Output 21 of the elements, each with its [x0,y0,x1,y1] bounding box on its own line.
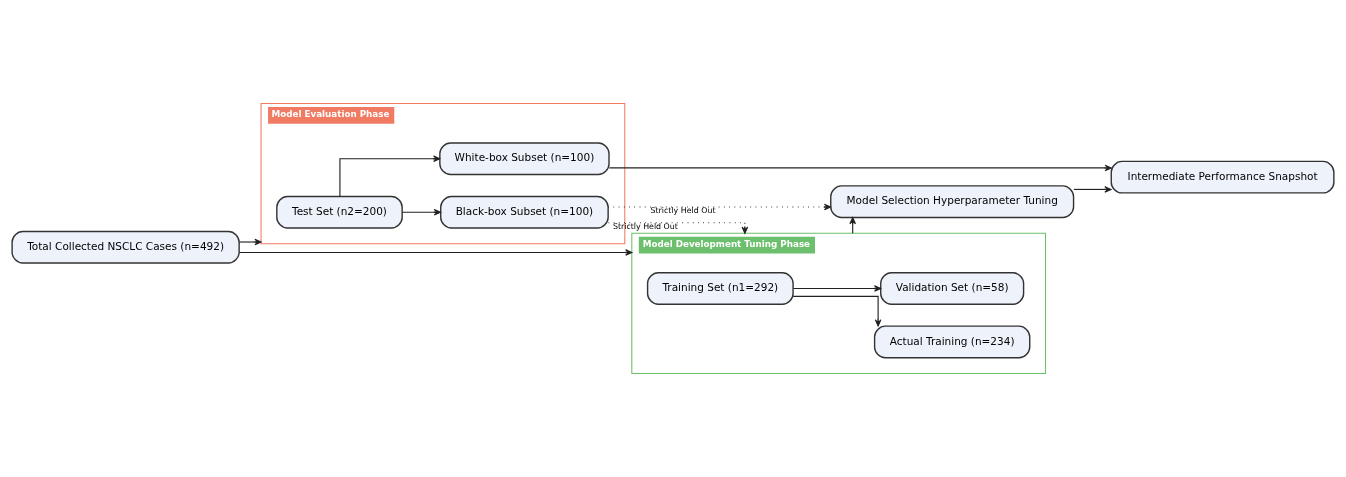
node-box: Training Set (n1=292) [646,272,794,305]
arrow [792,295,882,327]
node-box: Black-box Subset (n=100) [440,195,609,229]
arrow [401,208,441,216]
arrow [339,155,441,197]
arrow [238,249,633,256]
arrow [1073,186,1112,193]
node-box: White-box Subset (n=100) [439,142,610,176]
node-box: Intermediate Performance Snapshot [1110,160,1335,194]
arrow [238,238,262,246]
node-box: Model Selection Hyperparameter Tuning [830,185,1075,219]
node-box: Validation Set (n=58) [880,272,1025,305]
node-box: Total Collected NSCLC Cases (n=492) [11,230,240,264]
node-box: Actual Training (n=234) [873,325,1031,359]
arrow [607,203,832,211]
arrow [608,164,1112,172]
arrow [607,222,749,234]
arrow [792,285,882,292]
edge-label: Strictly Held Out [612,222,678,232]
node-box: Test Set (n2=200) [276,195,403,229]
edge-label: Strictly Held Out [650,206,716,216]
